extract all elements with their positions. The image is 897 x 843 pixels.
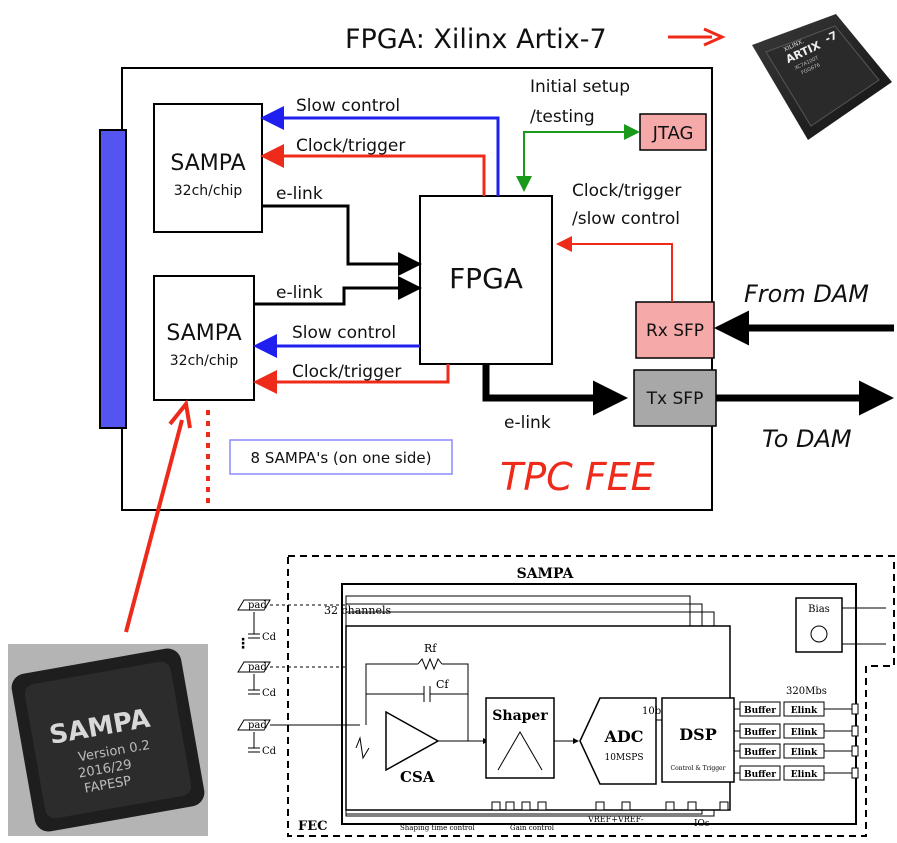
sampa-box-top: SAMPA 32ch/chip [153, 103, 263, 233]
initial-setup-label-1: Initial setup [530, 77, 630, 97]
slow-control-top-label: Slow control [296, 96, 400, 116]
csa-triangle [385, 710, 440, 772]
cd-1: Cd [248, 612, 277, 643]
clock-trigger-bottom-label: Clock/trigger [292, 362, 401, 382]
svg-text:Buffer: Buffer [744, 706, 776, 716]
rx-to-fpga-line [556, 236, 673, 302]
buffer-row-3: Buffer Elink [739, 743, 859, 759]
tx-sfp-box: Tx SFP [633, 369, 717, 427]
elink-top-line [262, 204, 422, 276]
svg-text:pad: pad [248, 662, 267, 673]
clock-slow-label-2: /slow control [572, 209, 680, 229]
schem-title: SAMPA [517, 566, 575, 582]
svg-text:Elink: Elink [791, 770, 818, 780]
jtag-green-line [523, 124, 640, 184]
tpc-fee-label: TPC FEE [500, 455, 655, 499]
elink-top-label: e-link [276, 184, 323, 204]
sampa-top-sub: 32ch/chip [174, 183, 243, 199]
sampa-box-bottom: SAMPA 32ch/chip [153, 275, 255, 401]
schem-vrefm: VREF- [617, 815, 644, 824]
sampa-schematic: SAMPA 32 channels pad pad pad Cd [236, 555, 895, 837]
rx-sfp-box: Rx SFP [635, 301, 715, 359]
fpga-chip-photo: XILINX. ARTIX -7 XC7A100T FGG676 [752, 14, 892, 140]
schem-adc: ADC [603, 727, 643, 746]
schem-dsp: DSP [679, 725, 716, 744]
header-title: FPGA: Xilinx Artix-7 [345, 24, 607, 55]
sampas-note-box: 8 SAMPA's (on one side) [229, 439, 453, 475]
sampa-top-name: SAMPA [170, 151, 245, 176]
svg-text:Elink: Elink [791, 706, 818, 716]
pad-3: pad [237, 719, 271, 731]
elink-out-label: e-link [504, 413, 551, 433]
sampas-note-label: 8 SAMPA's (on one side) [251, 449, 432, 467]
rx-sfp-label: Rx SFP [646, 321, 704, 341]
elink-out-line [482, 364, 628, 416]
svg-text:Elink: Elink [791, 728, 818, 738]
tx-sfp-label: Tx SFP [646, 389, 704, 409]
slow-control-top-line [260, 106, 500, 196]
schem-adc-sub: 10MSPS [604, 753, 643, 763]
schem-shaping-time: Shaping time control [400, 824, 475, 832]
sampa-bottom-name: SAMPA [166, 321, 241, 346]
sampa-connector-bar [99, 129, 127, 429]
schem-dsp-sub: Control & Trigger [671, 765, 726, 772]
fpga-label: FPGA [449, 262, 523, 295]
jtag-label: JTAG [652, 123, 694, 144]
svg-text:Cd: Cd [262, 632, 277, 643]
clock-trigger-top-line [260, 144, 486, 196]
svg-text:pad: pad [248, 600, 267, 611]
sampa-chip-photo: SAMPA Version 0.2 2016/29 FAPESP [8, 644, 208, 836]
schem-fec: FEC [298, 819, 328, 834]
initial-setup-label-2: /testing [530, 107, 595, 127]
schem-cf: Cf [436, 678, 449, 691]
shaper-box [485, 697, 555, 779]
svg-text:Buffer: Buffer [744, 748, 776, 758]
buffer-row-4: Buffer Elink [739, 765, 859, 781]
svg-text:Elink: Elink [791, 748, 818, 758]
svg-text:Buffer: Buffer [744, 770, 776, 780]
schem-rf: Rf [424, 642, 437, 655]
sampa-photo-arrow [124, 419, 184, 633]
sampa-photo-arrowhead [168, 399, 192, 429]
clock-slow-label-1: Clock/trigger [572, 181, 681, 201]
cd-2: Cd [248, 674, 277, 699]
slow-control-bottom-label: Slow control [292, 323, 396, 343]
svg-text:Cd: Cd [262, 688, 277, 699]
pad-2: pad [237, 661, 271, 673]
schem-channels: 32 channels [324, 604, 391, 617]
elink-mid-label: e-link [276, 283, 323, 303]
schem-gain: Gain control [510, 824, 555, 832]
schem-vrefp: VREF+ [587, 815, 618, 824]
to-dam-label: To DAM [762, 425, 852, 453]
fpga-chip-suffix: -7 [823, 29, 840, 46]
schem-bits: 10b [642, 706, 661, 717]
svg-text:pad: pad [248, 720, 267, 731]
svg-text:Cd: Cd [262, 746, 277, 757]
schem-rate: 320Mbs [786, 686, 827, 697]
bias-box [795, 597, 843, 653]
buffer-row-1: Buffer Elink [739, 701, 859, 717]
buffer-row-2: Buffer Elink [739, 723, 859, 739]
svg-text:Buffer: Buffer [744, 728, 776, 738]
adc-box [579, 697, 657, 785]
clock-trigger-top-label: Clock/trigger [296, 136, 405, 156]
sampa-bottom-sub: 32ch/chip [170, 353, 239, 369]
from-dam-label: From DAM [744, 280, 869, 308]
fpga-box: FPGA [419, 195, 553, 365]
pad-dots: ⋮ [236, 636, 250, 652]
cd-3: Cd [248, 732, 277, 757]
schem-ios: IOs [694, 819, 710, 829]
schem-shaper: Shaper [492, 708, 548, 724]
elink-mid-line [254, 276, 422, 306]
dsp-box [661, 697, 735, 783]
schem-csa: CSA [400, 768, 435, 786]
clock-trigger-bottom-line [253, 364, 450, 394]
jtag-box: JTAG [639, 113, 707, 151]
pad-1: pad [237, 599, 271, 611]
header-arrow [668, 27, 726, 47]
bottom-pins [491, 801, 729, 811]
schem-bias: Bias [808, 604, 830, 615]
